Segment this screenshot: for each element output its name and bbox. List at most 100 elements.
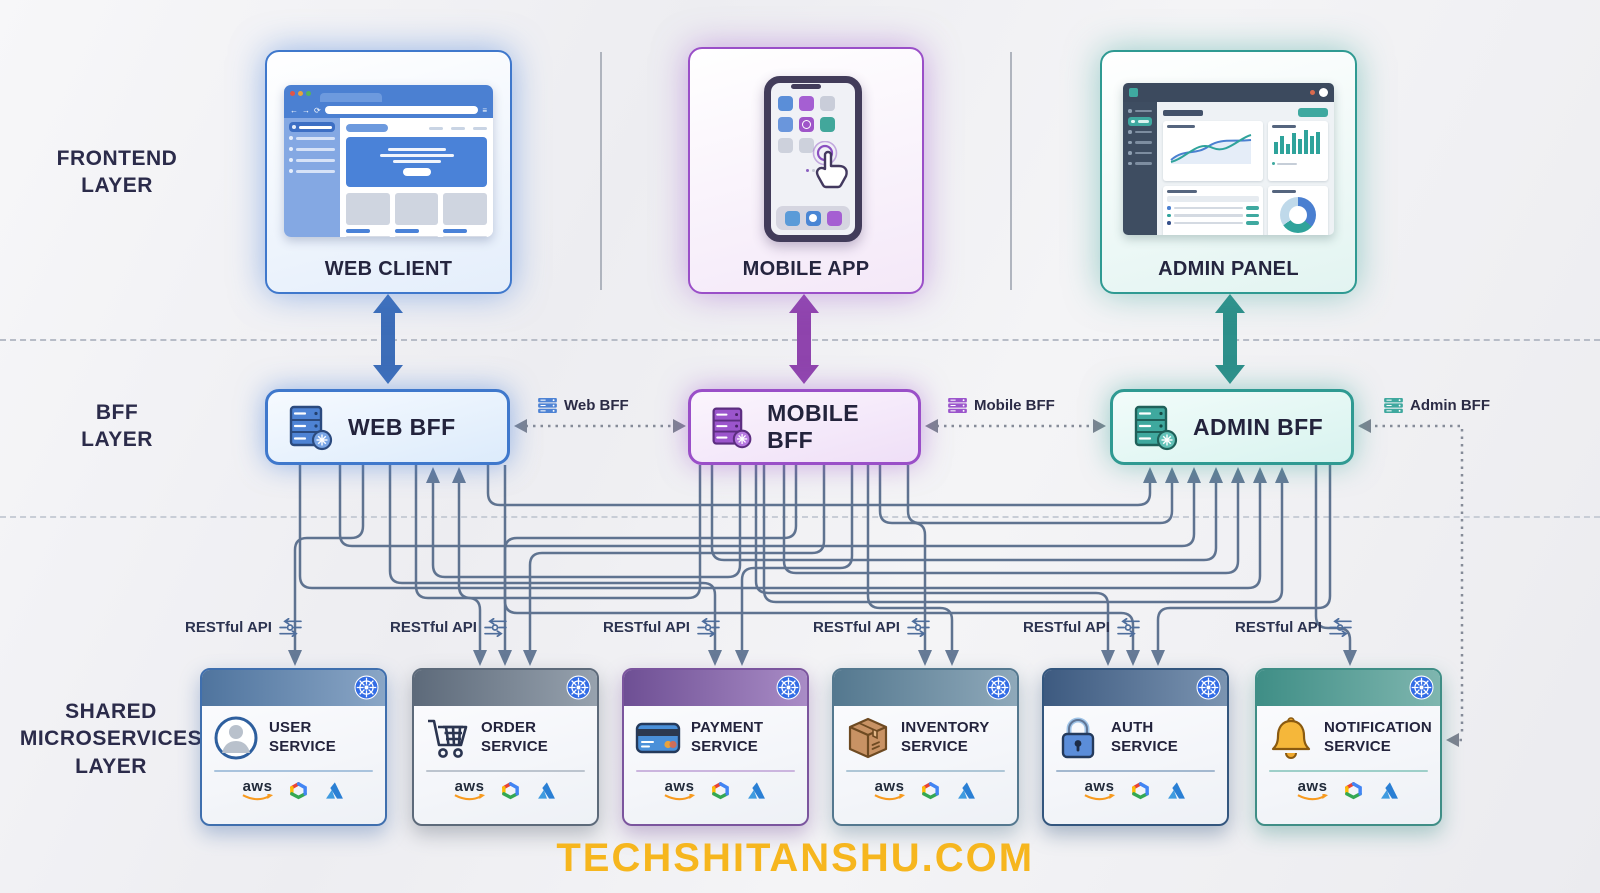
- nav-item: [1128, 140, 1152, 144]
- cloud-logos: aws: [624, 779, 807, 802]
- dashboard-button: [1298, 108, 1328, 117]
- divider: [214, 770, 373, 772]
- watermark: TECHSHITANSHU.COM: [556, 836, 1035, 880]
- hero-banner: [346, 137, 487, 187]
- browser-sidebar: [284, 118, 340, 237]
- app-icon: [799, 138, 814, 153]
- user-icon: [214, 716, 258, 760]
- mini-server-icon: [948, 398, 967, 413]
- restful-api-label: RESTful API: [603, 618, 721, 637]
- user-service-card: USER SERVICE aws: [200, 668, 387, 826]
- divider: [1056, 770, 1215, 772]
- forward-icon: →: [302, 105, 310, 115]
- bar-chart: [1274, 130, 1320, 154]
- restful-api-label: RESTful API: [1023, 618, 1141, 637]
- notification-service-card: NOTIFICATION SERVICE aws: [1255, 668, 1442, 826]
- phone-notch: [791, 84, 821, 89]
- service-header: [834, 670, 1017, 706]
- app-icon: [778, 138, 793, 153]
- google-cloud-icon: [1342, 781, 1365, 800]
- divider: [846, 770, 1005, 772]
- google-cloud-icon: [919, 781, 942, 800]
- kubernetes-icon: [354, 675, 379, 700]
- web-bff-link-label: Web BFF: [538, 397, 629, 414]
- dotted-arrowheads: [514, 419, 1459, 747]
- restful-api-label: RESTful API: [390, 618, 508, 637]
- service-header: [1044, 670, 1227, 706]
- nav-item: [1128, 109, 1152, 113]
- admin-bff-label: ADMIN BFF: [1193, 413, 1324, 440]
- service-name: USER SERVICE: [269, 719, 336, 755]
- api-transfer-icon: [278, 618, 303, 637]
- admin-panel-label: ADMIN PANEL: [1158, 258, 1299, 280]
- sidebar-item: [289, 147, 335, 151]
- web-bidirectional-arrow: [373, 294, 403, 384]
- dock-icon: [826, 210, 842, 226]
- admin-bidirectional-arrow: [1215, 294, 1245, 384]
- phone-dock: [776, 206, 850, 230]
- web-client-label: WEB CLIENT: [324, 258, 453, 280]
- azure-icon: [1165, 781, 1188, 800]
- donut-chart: [1280, 197, 1316, 233]
- azure-icon: [745, 781, 768, 800]
- mobile-bff-box: MOBILE BFF: [688, 389, 921, 465]
- service-header: [624, 670, 807, 706]
- browser-mockup: ← → ⟳ ≡: [284, 85, 493, 237]
- mobile-app-card: MOBILE APP: [688, 47, 924, 294]
- admin-bff-link-label: Admin BFF: [1384, 397, 1490, 414]
- service-name: INVENTORY SERVICE: [901, 719, 990, 755]
- sidebar-item: [289, 136, 335, 140]
- notification-dot-icon: [1310, 90, 1315, 95]
- bff-layer-label: BFF LAYER: [81, 401, 153, 452]
- aws-logo: aws: [1083, 779, 1116, 802]
- app-icon: [778, 96, 793, 111]
- google-cloud-icon: [287, 781, 310, 800]
- url-bar: [324, 106, 479, 114]
- azure-icon: [1378, 781, 1401, 800]
- dock-icon: [784, 210, 800, 226]
- dashboard-mockup: [1123, 83, 1334, 235]
- menu-icon: ≡: [482, 105, 487, 115]
- sidebar-item-active: [289, 122, 335, 132]
- kubernetes-icon: [1196, 675, 1221, 700]
- cloud-logos: aws: [1044, 779, 1227, 802]
- cloud-logos: aws: [834, 779, 1017, 802]
- lock-icon: [1061, 717, 1095, 759]
- bar-chart-card: [1268, 121, 1328, 181]
- cloud-logos: aws: [202, 779, 385, 802]
- bff-arrowheads: [426, 467, 1289, 483]
- api-transfer-icon: [483, 618, 508, 637]
- kubernetes-icon: [1409, 675, 1434, 700]
- api-transfer-icon: [1116, 618, 1141, 637]
- service-name: NOTIFICATION SERVICE: [1324, 719, 1432, 755]
- mini-server-icon: [1384, 398, 1403, 413]
- line-chart-card: [1163, 121, 1263, 181]
- maximize-dot-icon: [306, 91, 311, 96]
- browser-toolbar: ← → ⟳ ≡: [284, 102, 493, 118]
- server-icon: [289, 405, 333, 451]
- bff-microservices-separator: [0, 516, 1600, 518]
- azure-icon: [535, 781, 558, 800]
- mini-server-icon: [538, 398, 557, 413]
- admin-bff-box: ADMIN BFF: [1110, 389, 1354, 465]
- order-service-card: ORDER SERVICE aws: [412, 668, 599, 826]
- cloud-logos: aws: [414, 779, 597, 802]
- mobile-bidirectional-arrow: [789, 294, 819, 384]
- refresh-icon: ⟳: [314, 105, 321, 115]
- admin-panel-card: ADMIN PANEL: [1100, 50, 1357, 294]
- mobile-app-label: MOBILE APP: [742, 258, 870, 280]
- browser-tab: [320, 93, 382, 102]
- web-client-card: ← → ⟳ ≡: [265, 50, 512, 294]
- microservices-layer-label: SHARED MICROSERVICES LAYER: [19, 700, 203, 778]
- donut-chart-card: [1268, 186, 1328, 235]
- google-cloud-icon: [709, 781, 732, 800]
- frontend-divider-1: [600, 52, 602, 290]
- web-bff-label: WEB BFF: [348, 413, 456, 440]
- api-transfer-icon: [1328, 618, 1353, 637]
- nav-item: [1128, 161, 1152, 165]
- avatar: [1319, 88, 1328, 97]
- server-icon: [1134, 405, 1178, 451]
- service-header: [1257, 670, 1440, 706]
- restful-api-label: RESTful API: [813, 618, 931, 637]
